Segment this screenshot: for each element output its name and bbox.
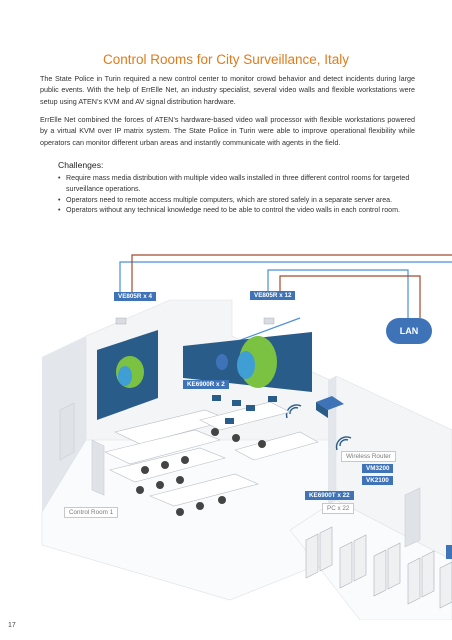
door — [59, 402, 75, 461]
server-room-wall — [335, 375, 452, 561]
video-wall-blob — [216, 354, 228, 370]
control-room-illustration — [41, 254, 452, 620]
server-racks — [305, 526, 452, 609]
label-pc-22: PC x 22 — [322, 503, 355, 514]
solution-paragraph: ErrElle Net combined the forces of ATEN’… — [40, 115, 415, 147]
video-wall-blob — [237, 351, 255, 379]
challenge-item: Operators need to remote access multiple… — [58, 195, 418, 206]
workstation-monitors — [212, 395, 277, 424]
label-vm3200: VM3200 — [362, 464, 394, 473]
lan-cloud: LAN — [386, 318, 432, 344]
ve805r-receiver — [263, 317, 275, 325]
wifi-icon — [285, 404, 352, 451]
door — [91, 439, 105, 496]
rack-highlight — [446, 545, 452, 559]
label-control-room-1: Control Room 1 — [64, 507, 119, 518]
ve805r-receiver — [115, 317, 127, 325]
challenge-item: Require mass media distribution with mul… — [58, 173, 418, 195]
challenges-list: Require mass media distribution with mul… — [58, 173, 418, 216]
label-ke6900t-22: KE6900T x 22 — [305, 491, 354, 500]
label-wireless-router: Wireless Router — [341, 451, 396, 462]
door — [404, 487, 421, 548]
challenge-item: Operators without any technical knowledg… — [58, 205, 418, 216]
label-ve805r-4: VE805R x 4 — [114, 292, 156, 301]
challenges-title: Challenges: — [58, 160, 104, 170]
switch-box — [316, 402, 328, 418]
video-wall-blob — [118, 366, 132, 386]
chairs — [136, 428, 266, 516]
label-ke6900r-2: KE6900R x 2 — [183, 380, 229, 389]
label-vk2100: VK2100 — [362, 476, 393, 485]
label-ve805r-12: VE805R x 12 — [250, 291, 296, 300]
page-title: Control Rooms for City Surveillance, Ita… — [102, 52, 350, 67]
page-number: 17 — [8, 622, 16, 629]
switch-box — [316, 396, 344, 410]
intro-paragraph: The State Police in Turin required a new… — [40, 74, 415, 106]
